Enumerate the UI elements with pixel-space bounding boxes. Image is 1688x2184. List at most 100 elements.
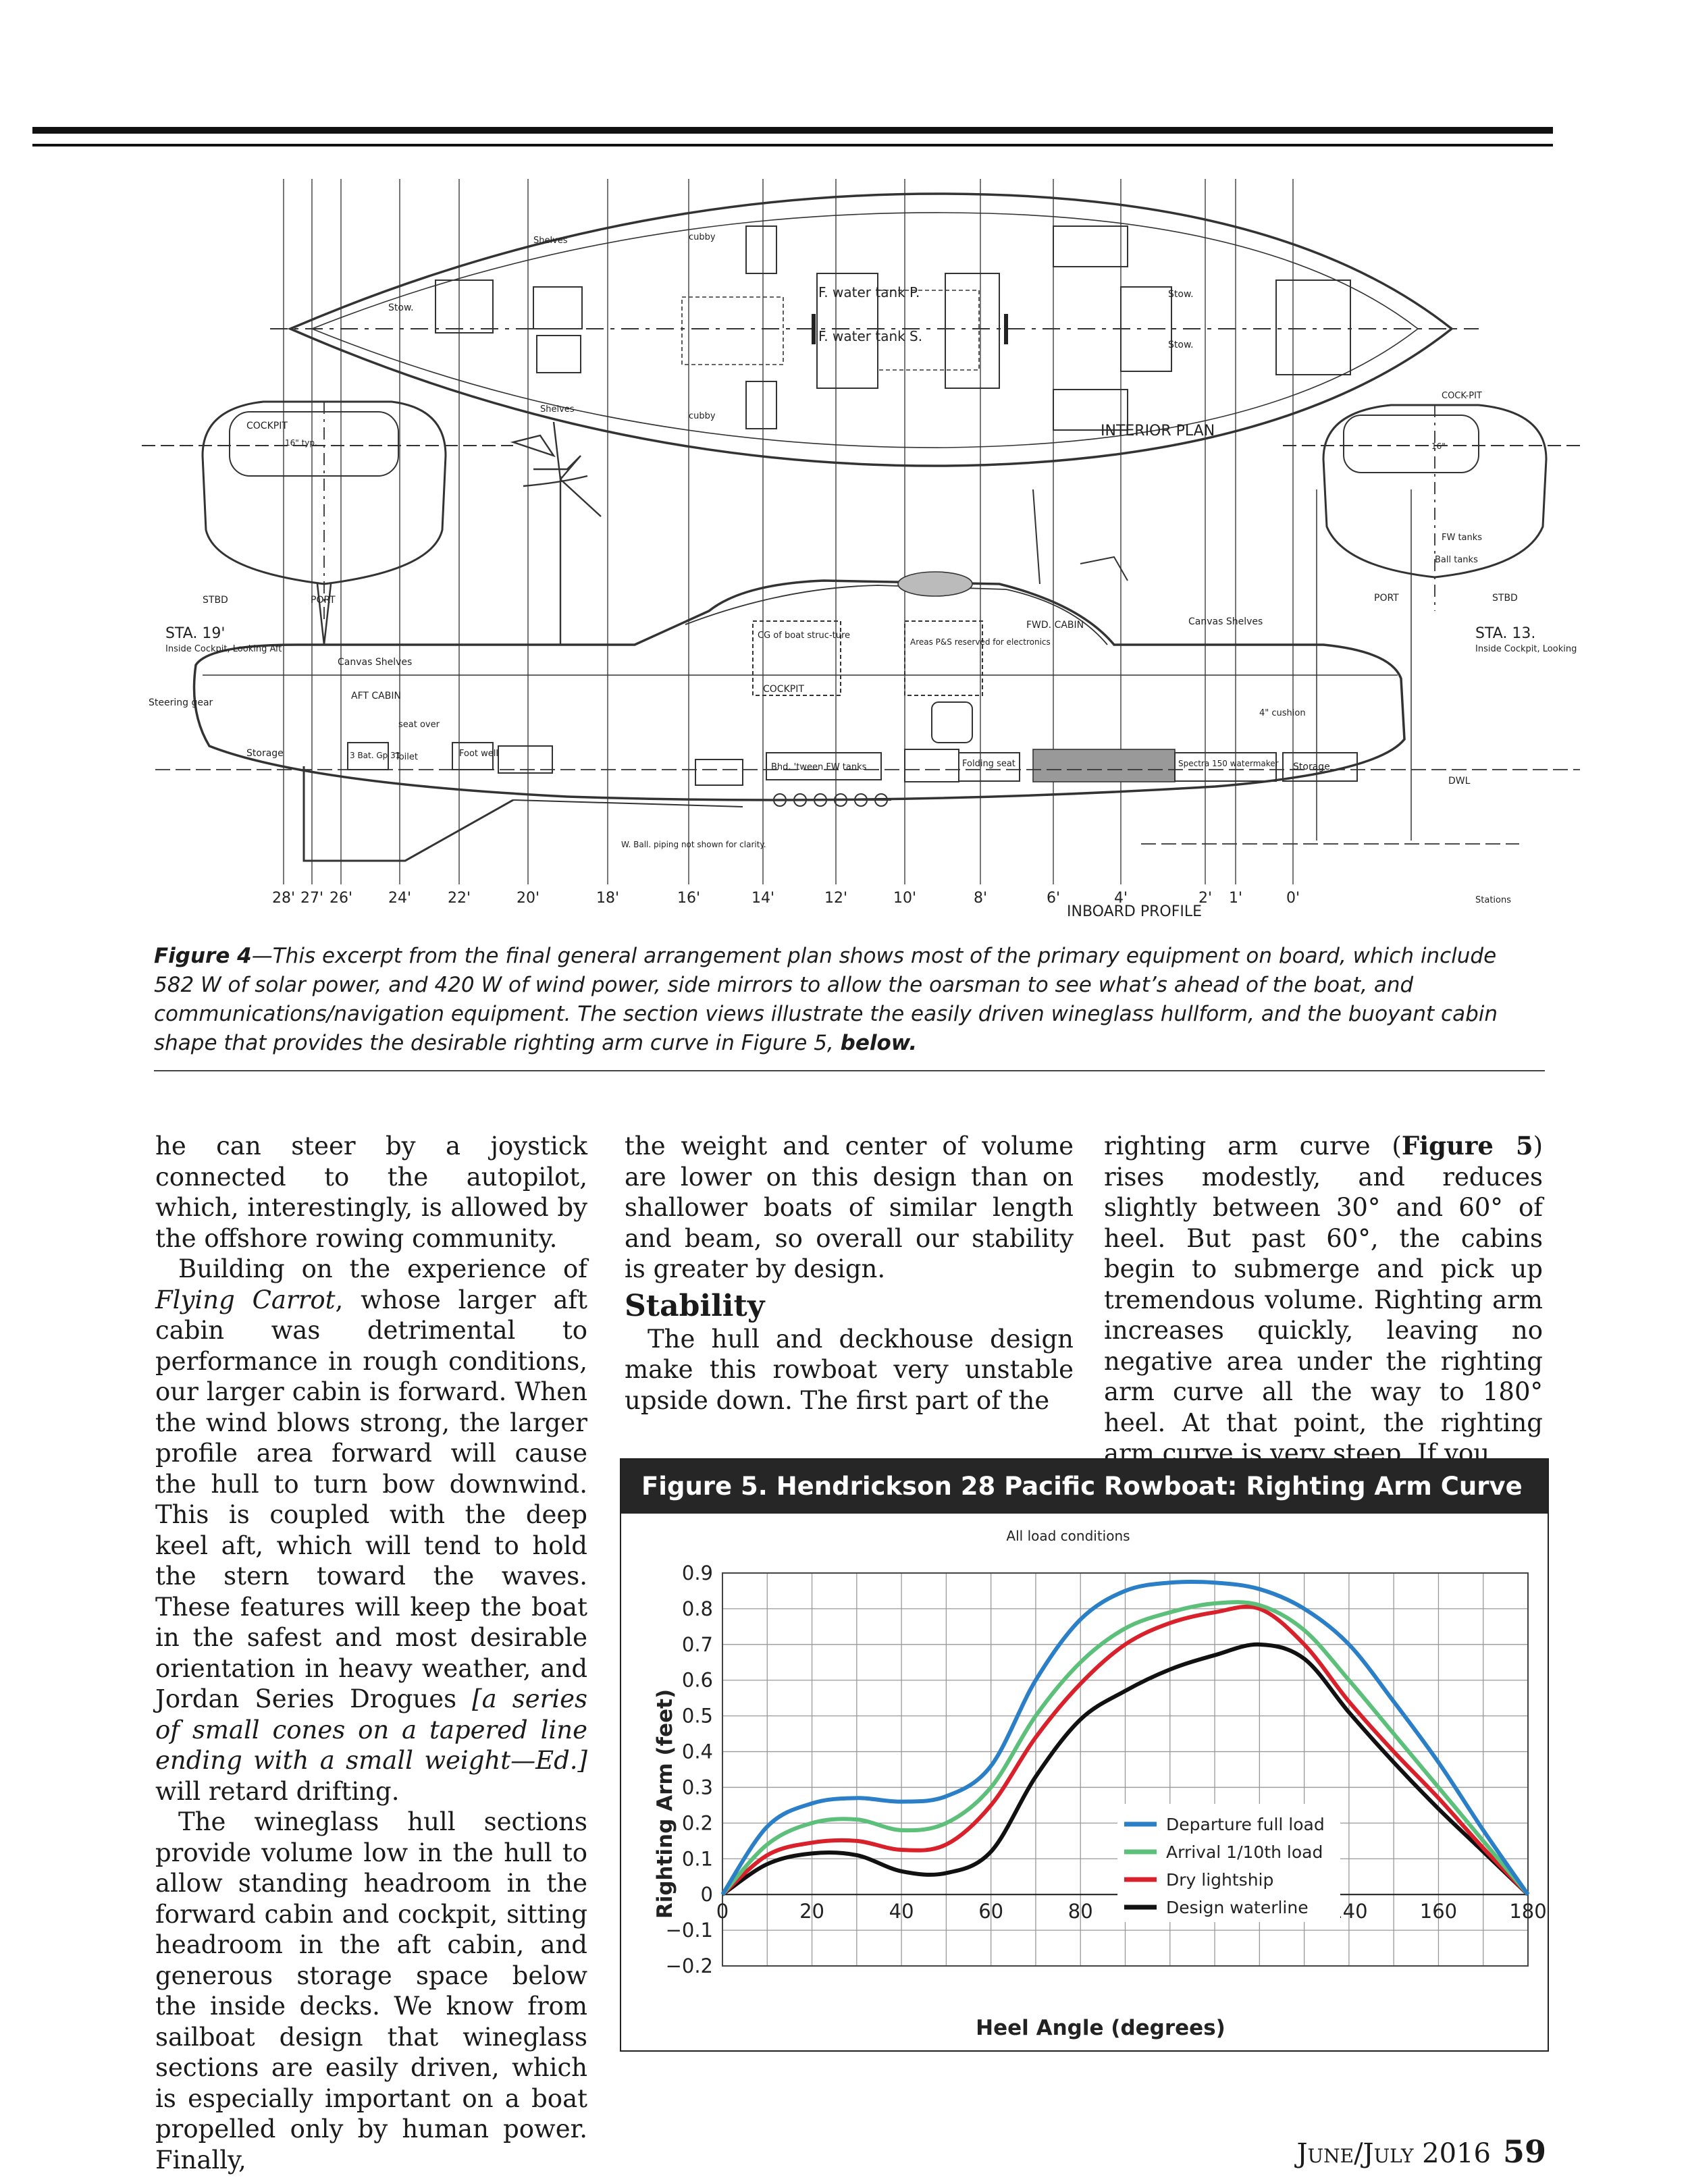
label-aft-cabin: AFT CABIN (351, 691, 401, 701)
section-right-hull (1322, 404, 1548, 579)
station-label: 6' (1047, 890, 1060, 907)
station-label: 14' (751, 890, 774, 907)
series-line (720, 1604, 1530, 1896)
figure4-caption-text: —This excerpt from the final general arr… (154, 944, 1498, 1055)
x-tick-label: 180 (1509, 1900, 1546, 1923)
label-bhd-tanks: Bhd. 'tween FW tanks (771, 762, 867, 772)
chart-ylabel: Righting Arm (feet) (653, 1689, 677, 1919)
x-tick-label: 40 (889, 1900, 914, 1923)
station-label: 12' (824, 890, 847, 907)
figure4-caption-label: Figure 4 (154, 944, 252, 968)
header-rule-thick (32, 127, 1553, 134)
label-batt: 3 Bat. Gp 31 (350, 751, 400, 760)
header-rule-thin (32, 144, 1553, 147)
body-column-2: the weight and center of volume are lowe… (625, 1131, 1074, 1416)
caption-rule (154, 1070, 1545, 1071)
chart-xlabel: Heel Angle (degrees) (976, 2016, 1225, 2040)
station-label: 27' (300, 890, 323, 907)
label-storage-fwd: Storage (1293, 762, 1330, 772)
label-cubby-2: cubby (689, 411, 716, 421)
station-label: 2' (1198, 890, 1212, 907)
figure4-caption: Figure 4—This excerpt from the final gen… (154, 942, 1531, 1058)
label-ball-tanks: Ball tanks (1435, 555, 1478, 565)
plot-frame (722, 1572, 1529, 1967)
body-column-1: he can steer by a joystick connected to … (155, 1131, 587, 2175)
label-cockpit-right: COCK-PIT (1442, 391, 1482, 401)
inboard-profile-hull (192, 579, 1406, 801)
label-canvas-shelves: Canvas Shelves (338, 657, 412, 668)
label-dwl: DWL (1448, 776, 1471, 787)
station-label: 24' (388, 890, 411, 907)
chart-subtitle: All load conditions (1006, 1528, 1130, 1544)
station-label: 8' (974, 890, 987, 907)
label-spectra: Spectra 150 watermaker (1178, 759, 1279, 768)
label-folding-seat: Folding seat (962, 759, 1016, 769)
y-tick-label: 0 (701, 1883, 713, 1906)
y-tick-label: 0.3 (682, 1776, 713, 1799)
station-label: 26' (329, 890, 352, 907)
label-storage-aft: Storage (246, 748, 284, 759)
label-sta19: STA. 19' (165, 625, 225, 642)
label-stow-2: Stow. (1168, 289, 1194, 300)
section-left-hull (201, 400, 447, 585)
label-stations: Stations (1475, 895, 1511, 905)
magazine-issue: June/July 2016 (1296, 2138, 1491, 2169)
col1-paragraph-1: he can steer by a joystick connected to … (155, 1131, 587, 1253)
figure5-reference: Figure 5 (1401, 1131, 1533, 1161)
figure4-caption-end: below. (840, 1031, 918, 1055)
y-tick-label: −0.1 (666, 1919, 713, 1942)
station-label: 16' (677, 890, 700, 907)
col3-p1-end: ) rises modestly, and reduces slightly b… (1104, 1131, 1543, 1468)
body-column-3: righting arm curve (Figure 5) rises mode… (1104, 1131, 1543, 1469)
figure4-drawing: INTERIOR PLAN INBOARD PROFILE STA. 19' I… (142, 179, 1580, 918)
label-sta13: STA. 13. (1475, 625, 1535, 642)
label-shelves-1: Shelves (533, 236, 568, 246)
y-tick-label: 0.1 (682, 1847, 713, 1870)
col2-paragraph-1: the weight and center of volume are lowe… (625, 1131, 1074, 1283)
wind-turbine (510, 421, 602, 645)
label-stbd-left: STBD (203, 595, 228, 606)
label-port-right: PORT (1374, 593, 1399, 604)
label-seat-over: seat over (398, 720, 440, 730)
label-dim16: 16" typ. (285, 438, 317, 448)
station-label: 22' (448, 890, 471, 907)
station-label: 10' (893, 890, 916, 907)
legend-label: Dry lightship (1166, 1870, 1273, 1890)
legend-label: Design waterline (1166, 1898, 1309, 1917)
label-steering-gear: Steering gear (149, 697, 213, 708)
label-cockpit-profile: COCKPIT (763, 684, 804, 695)
label-fw-tanks: FW tanks (1442, 533, 1482, 543)
x-tick-label: 80 (1068, 1900, 1093, 1923)
label-stow-1: Stow. (388, 302, 414, 313)
x-tick-label: 60 (978, 1900, 1003, 1923)
label-toilet: Toilet (394, 752, 418, 762)
x-tick-label: 160 (1420, 1900, 1457, 1923)
editor-note: [a series of small cones on a tapered li… (155, 1684, 587, 1775)
label-w-ball: W. Ball. piping not shown for clarity. (621, 840, 766, 849)
station-label: 28' (272, 890, 295, 907)
station-label: 18' (596, 890, 619, 907)
series-line (720, 1579, 1530, 1896)
y-tick-label: 0.9 (682, 1562, 713, 1584)
x-tick-label: 20 (799, 1900, 824, 1923)
label-foot-well: Foot well (459, 749, 498, 759)
col3-p1-start: righting arm curve ( (1104, 1131, 1402, 1161)
page-number: 59 (1502, 2133, 1546, 2170)
y-tick-label: 0.4 (682, 1740, 713, 1763)
flying-carrot-title: Flying Carrot (155, 1285, 336, 1314)
righting-arm-chart: All load conditions 0.90.80.70.60.50.40.… (653, 1528, 1547, 2040)
page-footer: June/July 2016 59 (1297, 2133, 1547, 2170)
label-dim16b: 16" (1431, 442, 1446, 451)
y-tick-label: 0.2 (682, 1811, 713, 1834)
label-cubby-1: cubby (689, 232, 716, 242)
col1-paragraph-3: The wineglass hull sections provide volu… (155, 1807, 587, 2175)
label-sta13-note: Inside Cockpit, Looking Fwd. (1475, 644, 1580, 654)
series-line (720, 1600, 1530, 1896)
y-tick-label: 0.5 (682, 1705, 713, 1728)
station-label: 1' (1229, 890, 1242, 907)
y-tick-label: 0.6 (682, 1669, 713, 1692)
x-tick-label: 0 (716, 1900, 729, 1923)
station-label: 20' (517, 890, 539, 907)
label-fwater-p: F. water tank P. (818, 284, 920, 300)
label-canvas-shelves-fwd: Canvas Shelves (1188, 616, 1263, 627)
